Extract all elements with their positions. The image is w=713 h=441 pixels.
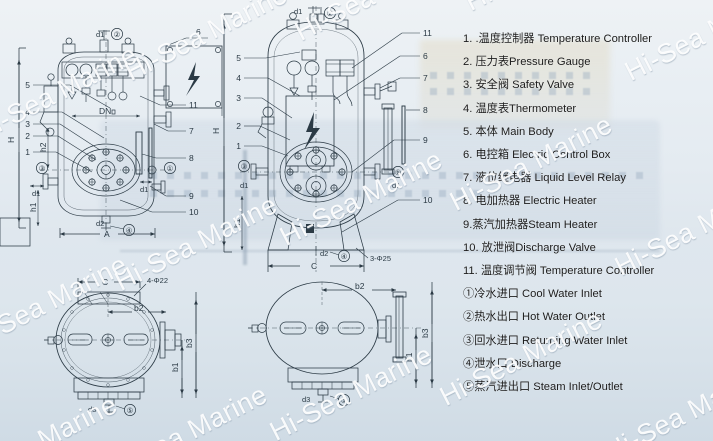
view-tank-plan-left: d3 ⑤ C 4-Φ22 b2 — [44, 276, 198, 416]
svg-text:3: 3 — [25, 119, 30, 129]
legend-item: 9.蒸汽加热器Steam Heater — [463, 218, 598, 231]
svg-text:h2: h2 — [38, 142, 48, 152]
view-tank-plan-right: d3 ⑤ b2 b3 b1 — [248, 281, 434, 406]
svg-text:⑤: ⑤ — [127, 406, 134, 415]
legend-item: ③回水进口 Returning Water Inlet — [463, 334, 628, 347]
svg-text:7: 7 — [423, 73, 428, 83]
legend-item: 4. 温度表Thermometer — [463, 102, 577, 115]
svg-text:2: 2 — [236, 121, 241, 131]
legend-item: 10. 放泄阀Discharge Valve — [463, 241, 596, 254]
svg-text:4: 4 — [25, 107, 30, 117]
svg-text:d1: d1 — [392, 181, 400, 190]
legend-item: 1. .温度控制器 Temperature Controller — [463, 33, 653, 45]
parts-legend: 1. .温度控制器 Temperature Controller 2. 压力表P… — [463, 28, 713, 399]
legend-item: ②热水出口 Hot Water Outlet — [463, 311, 605, 324]
svg-text:4-Φ22: 4-Φ22 — [147, 276, 168, 285]
svg-text:b1: b1 — [170, 362, 180, 372]
svg-text:b2: b2 — [134, 303, 144, 313]
svg-text:②: ② — [327, 9, 334, 18]
legend-item: 2. 压力表Pressure Gauge — [463, 56, 591, 69]
svg-text:d1: d1 — [140, 185, 148, 194]
svg-text:C: C — [311, 261, 317, 271]
svg-text:H: H — [211, 128, 221, 134]
svg-text:d1: d1 — [32, 189, 40, 198]
svg-text:7: 7 — [189, 126, 194, 136]
svg-text:①: ① — [167, 164, 174, 173]
svg-text:③: ③ — [241, 162, 248, 171]
svg-text:1: 1 — [236, 141, 241, 151]
legend-item: 8. 电加热器 Electric Heater — [463, 195, 597, 208]
svg-text:H: H — [6, 137, 16, 143]
svg-text:b3: b3 — [420, 328, 430, 338]
svg-text:A: A — [104, 229, 110, 239]
svg-text:4: 4 — [236, 73, 241, 83]
legend-item: 11. 温度调节阀 Temperature Controller — [463, 265, 655, 278]
svg-text:11: 11 — [189, 100, 198, 110]
svg-text:④: ④ — [341, 252, 348, 261]
svg-text:②: ② — [114, 30, 121, 39]
svg-text:8: 8 — [423, 105, 428, 115]
svg-text:d1: d1 — [240, 181, 248, 190]
svg-text:d2: d2 — [320, 249, 328, 258]
svg-text:h1: h1 — [28, 202, 38, 212]
svg-text:9: 9 — [189, 191, 194, 201]
svg-text:DN: DN — [99, 106, 111, 116]
svg-text:3-Φ25: 3-Φ25 — [370, 254, 391, 263]
svg-text:6: 6 — [196, 27, 201, 37]
svg-text:③: ③ — [39, 164, 46, 173]
svg-text:⑤: ⑤ — [341, 396, 348, 405]
legend-item: 3. 安全阀 Safety Valve — [463, 79, 575, 92]
svg-text:b2: b2 — [355, 281, 365, 291]
svg-text:d2: d2 — [96, 219, 104, 228]
svg-text:d1: d1 — [96, 30, 104, 39]
legend-item: 5. 本体 Main Body — [463, 125, 554, 138]
svg-text:h1: h1 — [232, 218, 242, 228]
svg-text:1: 1 — [25, 147, 30, 157]
svg-text:b1: b1 — [404, 352, 414, 362]
svg-text:5: 5 — [236, 53, 241, 63]
svg-text:2: 2 — [25, 131, 30, 141]
svg-text:b3: b3 — [184, 338, 194, 348]
svg-text:d3: d3 — [302, 395, 310, 404]
svg-text:6: 6 — [423, 51, 428, 61]
legend-item: 7. 液位继电器 Liquid Level Relay — [463, 172, 626, 185]
svg-text:9: 9 — [423, 135, 428, 145]
view-vertical-tank-elevation: H d1 ② — [0, 6, 433, 272]
svg-text:3: 3 — [236, 93, 241, 103]
svg-text:d1: d1 — [294, 7, 302, 16]
svg-text:11: 11 — [423, 28, 432, 38]
svg-text:d3: d3 — [88, 405, 96, 414]
svg-text:8: 8 — [189, 153, 194, 163]
legend-item: ⑤蒸汽进出口 Steam Inlet/Outlet — [463, 381, 623, 394]
legend-item: ④泄水口 Discharge — [463, 357, 562, 370]
legend-item: ①冷水进口 Cool Water Inlet — [463, 288, 602, 301]
view-electric-control-box: 6 — [165, 27, 223, 116]
svg-text:④: ④ — [126, 226, 133, 235]
svg-text:10: 10 — [189, 207, 199, 217]
legend-item: 6. 电控箱 Electric Control Box — [463, 149, 611, 162]
svg-text:C: C — [102, 277, 108, 287]
svg-text:5: 5 — [25, 80, 30, 90]
svg-text:10: 10 — [423, 195, 433, 205]
view-horizontal-tank-elevation: H A — [6, 28, 199, 239]
svg-text:①: ① — [395, 168, 402, 177]
